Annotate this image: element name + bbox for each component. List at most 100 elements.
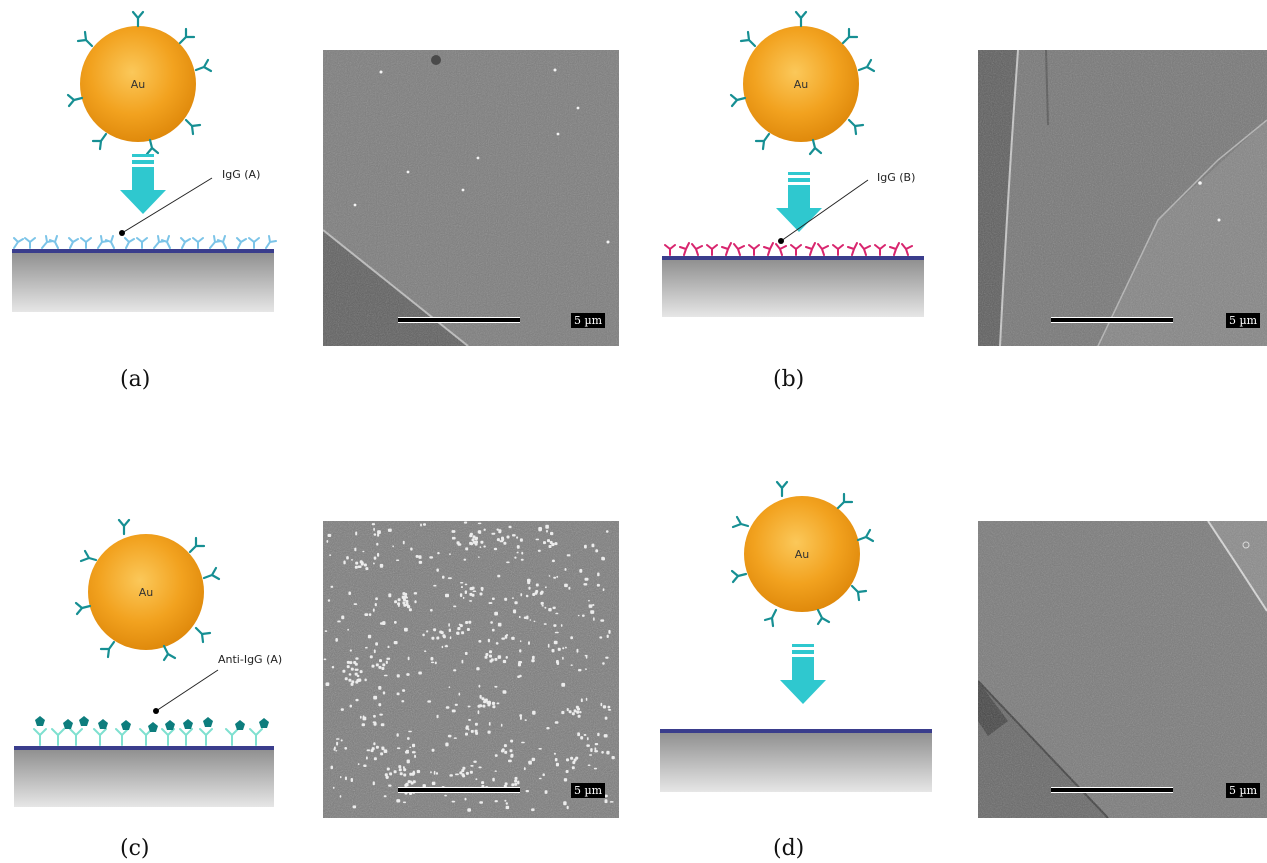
nanoparticle-cluster	[380, 752, 384, 756]
nanoparticle-cluster	[485, 653, 489, 656]
nanoparticle-cluster	[456, 631, 460, 635]
nanoparticle-speck	[608, 629, 611, 634]
substrate	[12, 249, 274, 312]
nanoparticle-speck	[553, 624, 557, 627]
caption-a: (a)	[120, 367, 151, 392]
nanoparticle-speck	[477, 522, 482, 525]
nanoparticle-cluster	[359, 560, 363, 564]
nanoparticle-speck	[502, 659, 507, 664]
nanoparticle-speck	[436, 568, 439, 572]
nanoparticle-speck	[385, 660, 388, 664]
sem-image-b: 5 µm	[978, 50, 1267, 346]
nanoparticle-cluster	[465, 771, 469, 775]
nanoparticle-speck	[579, 569, 583, 573]
nanoparticle-speck	[606, 530, 609, 533]
nanoparticle-speck	[518, 661, 523, 664]
nanoparticle-speck	[594, 750, 598, 753]
nanoparticle-speck	[566, 554, 571, 557]
nanoparticle-speck	[364, 613, 369, 616]
nanoparticle-speck	[611, 756, 615, 760]
nanoparticle-cluster	[514, 782, 518, 786]
nanoparticle-speck	[405, 749, 409, 752]
nanoparticle-speck	[600, 702, 603, 707]
nanoparticle-speck	[372, 781, 375, 786]
nanoparticle-speck	[357, 678, 360, 682]
nanoparticle-speck	[340, 708, 344, 711]
nanoparticle-speck	[462, 596, 465, 599]
nanoparticle-cluster	[492, 705, 496, 709]
nanoparticle-speck	[373, 562, 375, 565]
nanoparticle-speck	[518, 615, 521, 619]
nanoparticle-speck	[332, 786, 335, 789]
schematic-c: Au	[14, 518, 282, 807]
nanoparticle-speck	[409, 746, 412, 749]
nanoparticle-speck	[551, 649, 555, 653]
nanoparticle-speck	[506, 634, 509, 637]
nanoparticle-speck	[540, 601, 544, 605]
nanoparticle-speck	[406, 673, 410, 676]
nanoparticle-cluster	[354, 672, 358, 676]
nanoparticle-cluster	[465, 547, 469, 551]
nanoparticle-speck	[494, 611, 498, 616]
nanoparticle-cluster	[576, 710, 580, 714]
antibody-icon	[729, 10, 876, 156]
nanoparticle-speck	[353, 603, 358, 605]
nanoparticle-speck	[516, 545, 520, 549]
nanoparticle-speck	[336, 741, 339, 746]
nanoparticle-speck	[566, 805, 569, 810]
nanoparticle-speck	[360, 715, 362, 719]
nanoparticle-speck	[479, 694, 482, 699]
nanoparticle-speck	[410, 547, 413, 551]
nanoparticle-cluster	[381, 746, 385, 750]
nanoparticle-speck	[403, 766, 405, 769]
nanoparticle-speck	[532, 655, 535, 660]
nanoparticle-speck	[602, 588, 605, 592]
nanoparticle-cluster	[436, 636, 440, 640]
gold-nanoparticle: Au	[74, 518, 221, 662]
nanoparticle-cluster	[480, 540, 484, 544]
nanoparticle-speck	[464, 651, 468, 655]
nanoparticle-cluster	[371, 664, 375, 668]
nanoparticle-speck	[396, 674, 400, 678]
nanoparticle-cluster	[489, 654, 492, 658]
nanoparticle-speck	[562, 656, 564, 660]
nanoparticle-cluster	[573, 709, 577, 713]
nanoparticle-speck	[463, 521, 468, 524]
nanoparticle-speck	[542, 773, 545, 777]
nanoparticle-speck	[607, 705, 611, 709]
nanoparticle-cluster	[543, 541, 546, 545]
nanoparticle-speck	[487, 730, 491, 734]
nanoparticle-cluster	[577, 714, 581, 718]
nanoparticle-speck	[520, 558, 524, 561]
nanoparticle-speck	[407, 737, 410, 740]
nanoparticle-speck	[594, 747, 597, 751]
nanoparticle-speck	[348, 673, 352, 676]
nanoparticle-speck	[584, 577, 589, 581]
scale-bar-label: 5 µm	[571, 313, 606, 328]
nanoparticle-speck	[418, 671, 422, 675]
nanoparticle-speck	[595, 549, 599, 553]
callout-label: IgG (B)	[877, 171, 915, 184]
nanoparticle-cluster	[405, 599, 409, 603]
nanoparticle-cluster	[568, 710, 572, 714]
nanoparticle-speck	[516, 536, 519, 539]
nanoparticle-speck	[344, 776, 347, 781]
nanoparticle-speck	[470, 765, 474, 767]
nanoparticle-cluster	[491, 701, 495, 705]
nanoparticle-cluster	[481, 697, 485, 701]
nanoparticle-speck	[517, 781, 520, 785]
nanoparticle-speck	[392, 545, 394, 548]
nanoparticle-speck	[454, 703, 458, 706]
nanoparticle-speck	[344, 747, 347, 750]
nanoparticle-speck	[568, 586, 571, 590]
nanoparticle-speck	[599, 636, 603, 639]
nanoparticle-speck	[436, 714, 439, 719]
nanoparticle-cluster	[375, 745, 379, 749]
nanoparticle-speck	[491, 532, 496, 535]
nanoparticle-cluster	[503, 744, 507, 748]
nanoparticle-speck	[366, 756, 368, 760]
nanoparticle-speck	[351, 559, 353, 561]
nanoparticle-speck	[436, 772, 438, 775]
nanoparticle-cluster	[462, 774, 466, 778]
nanoparticle-speck	[373, 722, 377, 726]
